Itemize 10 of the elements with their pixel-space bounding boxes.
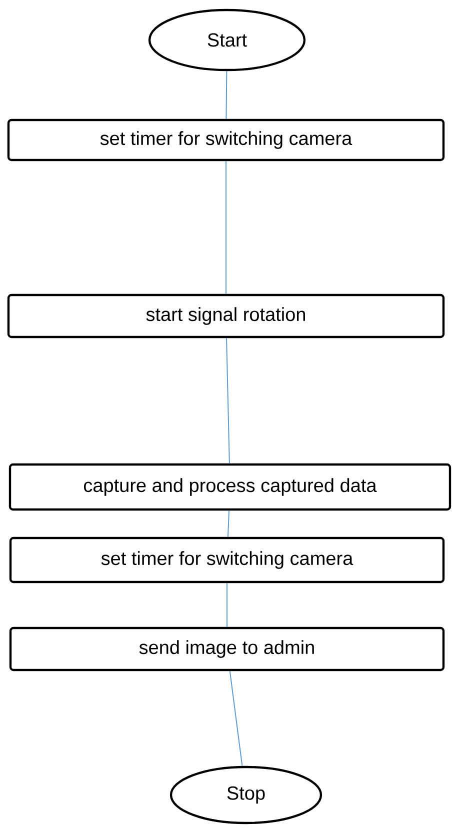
connector-line (226, 582, 228, 628)
connector-line (226, 338, 230, 464)
connector-line (229, 670, 243, 766)
process-box: send image to admin (9, 626, 445, 672)
connector-line (227, 510, 230, 538)
connector-line (226, 70, 228, 120)
process-box: start signal rotation (7, 294, 445, 338)
process-box: capture and process captured data (8, 463, 452, 511)
process-box: set timer for switching camera (9, 536, 445, 584)
process-box: set timer for switching camera (7, 118, 445, 162)
